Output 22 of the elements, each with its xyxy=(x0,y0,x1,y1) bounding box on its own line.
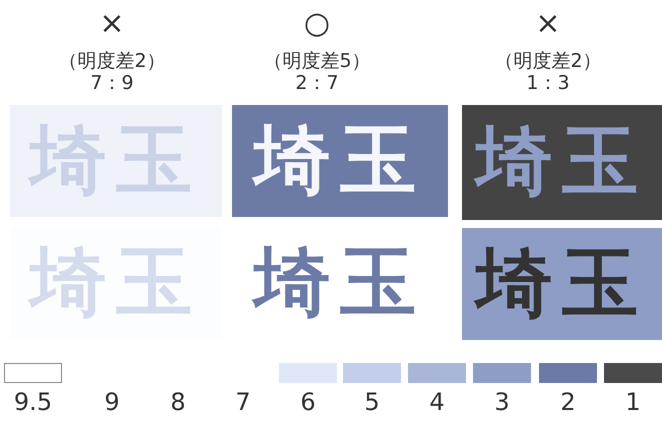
brightness-difference-label: （明度差5） xyxy=(263,49,371,74)
brightness-difference-label: （明度差2） xyxy=(494,49,602,74)
rating-mark: × xyxy=(535,6,561,41)
rating-mark: × xyxy=(99,6,125,41)
rating-mark: ○ xyxy=(304,6,330,41)
scale-number: 9 xyxy=(104,388,120,416)
ratio-label: 1：3 xyxy=(526,71,570,96)
scale-number: 1 xyxy=(625,388,641,416)
scale-number: 9.5 xyxy=(14,388,52,416)
text-sample-panel: 埼玉 xyxy=(462,105,662,220)
ratio-label: 2：7 xyxy=(295,71,339,96)
scale-number: 8 xyxy=(170,388,186,416)
ratio-label: 7：9 xyxy=(90,71,134,96)
scale-number: 2 xyxy=(560,388,576,416)
text-sample-panel: 埼玉 xyxy=(232,105,448,217)
scale-number: 7 xyxy=(235,388,251,416)
scale-number: 4 xyxy=(429,388,445,416)
scale-number: 6 xyxy=(300,388,316,416)
scale-number: 3 xyxy=(494,388,510,416)
brightness-difference-label: （明度差2） xyxy=(58,49,166,74)
scale-number: 5 xyxy=(364,388,380,416)
text-sample-panel: 埼玉 xyxy=(462,228,662,340)
